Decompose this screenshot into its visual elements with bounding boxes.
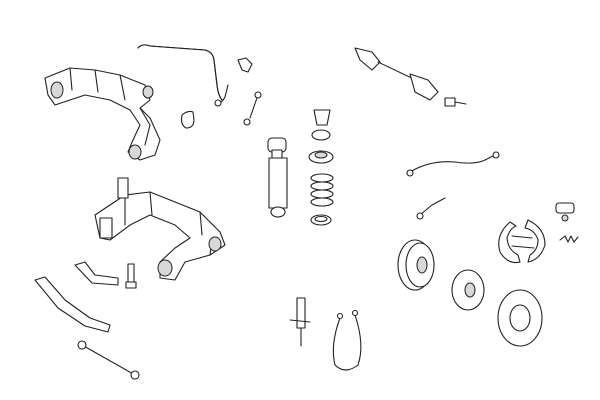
bolt[interactable] — [125, 263, 137, 289]
stabilizer-link[interactable] — [243, 91, 262, 126]
track-rod[interactable] — [77, 340, 140, 380]
drive-shaft[interactable] — [354, 47, 439, 101]
rear-axle-carrier[interactable] — [44, 67, 161, 161]
wheel-cylinder[interactable] — [555, 202, 575, 222]
spring-pad[interactable] — [308, 150, 334, 164]
brake-hose[interactable] — [416, 197, 446, 220]
mounting-bracket[interactable] — [74, 261, 119, 286]
wheel-hub[interactable] — [451, 269, 485, 311]
brake-shoes[interactable] — [498, 219, 546, 264]
bump-stop[interactable] — [313, 109, 331, 126]
brake-cable[interactable] — [406, 151, 500, 177]
stabilizer-link-upper[interactable] — [214, 84, 229, 107]
stabilizer-bushing[interactable] — [180, 110, 195, 129]
return-spring[interactable] — [559, 235, 579, 243]
spring-seat-upper[interactable] — [311, 129, 331, 141]
handbrake-lever[interactable] — [289, 297, 311, 347]
spring-seat-lower[interactable] — [310, 214, 332, 226]
control-arm[interactable] — [34, 276, 111, 333]
stabilizer-clamp[interactable] — [237, 57, 253, 73]
stabilizer-bar[interactable] — [137, 44, 223, 101]
coil-spring[interactable] — [310, 173, 334, 207]
axle-bolt[interactable] — [444, 97, 467, 107]
handbrake-cable[interactable] — [332, 309, 362, 371]
brake-backing-plate[interactable] — [497, 289, 543, 347]
brake-drum[interactable] — [397, 239, 435, 291]
subframe[interactable] — [94, 177, 226, 281]
shock-absorber[interactable] — [267, 137, 288, 218]
